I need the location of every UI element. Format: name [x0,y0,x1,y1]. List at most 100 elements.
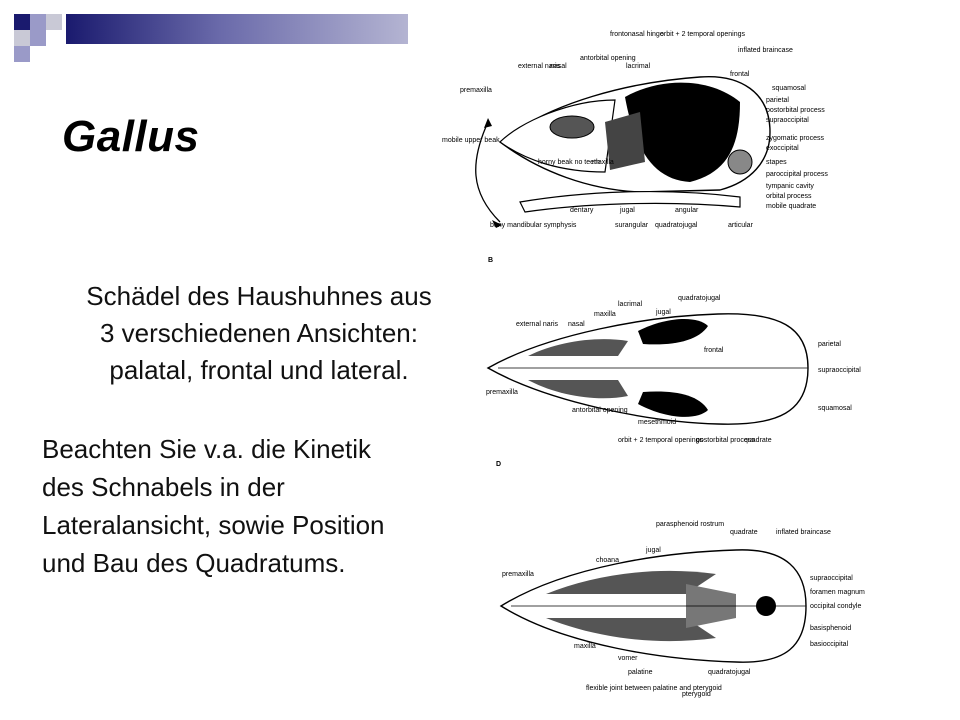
lbl-surangular: surangular [615,222,649,229]
lbl-quadratojugal: quadratojugal [655,222,698,229]
lbl-external-naris: external naris [518,63,561,70]
lbl-frontonasal-hinge: frontonasal hinge [610,31,664,38]
arrow-head-top [484,118,492,128]
orbit-black-bottom [638,391,708,417]
deco-square-lavender-1 [30,14,46,30]
lbl-premaxilla: premaxilla [486,389,518,396]
lbl-articular: articular [728,222,754,229]
lbl-maxilla: maxilla [594,311,616,318]
lbl-squamosal: squamosal [772,85,806,92]
lbl-supraoccipital: supraoccipital [766,117,809,124]
lbl-lacrimal: lacrimal [626,63,651,70]
lbl-maxilla: maxilla [592,159,614,166]
mandible [519,190,741,213]
description-line: palatal, frontal und lateral. [109,355,409,385]
lbl-zygomatic-process: zygomatic process [766,135,824,142]
lbl-premaxilla: premaxilla [502,571,534,578]
orbit-black-top [638,319,708,345]
lbl-external-naris: external naris [516,321,559,328]
panel-letter-d: D [496,461,501,468]
lbl-postorbital-process: postorbital process [696,437,755,444]
lbl-quadrate: quadrate [730,529,758,536]
lbl-quadratojugal: quadratojugal [678,295,721,302]
lbl-palatine: palatine [628,669,653,676]
lbl-jugal: jugal [655,309,671,316]
lbl-flexible-joint: flexible joint between palatine and pter… [586,685,722,692]
lbl-basisphenoid: basisphenoid [810,625,851,632]
lbl-stapes: stapes [766,159,787,166]
stapes-region [727,149,753,175]
lbl-supraoccipital: supraoccipital [810,575,853,582]
note-paragraph: Beachten Sie v.a. die Kinetik des Schnab… [42,430,482,582]
deco-top-bar [66,14,408,44]
note-line: des Schnabels in der [42,472,285,502]
slide-title: Gallus [62,112,200,161]
lbl-tympanic-cavity: tympanic cavity [766,183,814,190]
deco-square-navy-2 [30,30,46,46]
deco-square-navy-1 [14,14,30,30]
lbl-occipital-condyle: occipital condyle [810,603,861,610]
lbl-squamosal: squamosal [818,405,852,412]
lbl-basioccipital: basioccipital [810,641,849,648]
lbl-jugal: jugal [645,547,661,554]
lbl-foramen-magnum: foramen magnum [810,589,865,596]
lbl-postorbital-process: postorbital process [766,107,825,114]
lbl-parietal: parietal [818,341,841,348]
lbl-mobile-upper-beak: mobile upper beak [442,137,500,144]
skull-lateral-figure: frontonasal hinge orbit + 2 temporal ope… [442,31,828,264]
description-line: Schädel des Haushuhnes aus [86,281,432,311]
lbl-antorbital-opening: antorbital opening [572,407,628,414]
lbl-horny-beak: horny beak no teeth [538,159,600,166]
lbl-parietal: parietal [766,97,789,104]
nasal-hatch-top [528,339,628,356]
skull-dorsal-figure: lacrimal quadratojugal external naris ma… [486,295,861,468]
lbl-parasphenoid-rostrum: parasphenoid rostrum [656,521,724,528]
description-line: 3 verschiedenen Ansichten: [100,318,418,348]
deco-square-gray-1 [46,14,62,30]
lbl-frontal: frontal [730,71,750,78]
lbl-inflated-braincase: inflated braincase [776,529,831,536]
lbl-supraoccipital: supraoccipital [818,367,861,374]
lbl-pterygoid: pterygoid [682,691,711,698]
lbl-exoccipital: exoccipital [766,145,799,152]
lbl-bony-mandibular-symphysis: bony mandibular symphysis [490,222,577,229]
lbl-quadrate: quadrate [744,437,772,444]
lbl-paroccipital-process: paroccipital process [766,171,828,178]
note-line: Beachten Sie v.a. die Kinetik [42,434,372,464]
lbl-jugal: jugal [619,207,635,214]
arrow-head-bottom [492,220,502,228]
lbl-maxilla: maxilla [574,643,596,650]
orbit-black [625,82,740,182]
lbl-lacrimal: lacrimal [618,301,643,308]
lbl-quadratojugal: quadratojugal [708,669,751,676]
lbl-orbit-temporal: orbit + 2 temporal openings [618,437,704,444]
palatine-hatch-top [546,570,716,594]
lbl-orbital-process: orbital process [766,193,812,200]
lbl-premaxilla: premaxilla [460,87,492,94]
lbl-orbit-temporal: orbit + 2 temporal openings [660,31,746,38]
lbl-choana: choana [596,557,619,564]
nasal-hatch-bottom [528,380,628,399]
description-paragraph: Schädel des Haushuhnes aus 3 verschieden… [36,278,482,389]
note-line: Lateralansicht, sowie Position [42,510,385,540]
hatched-region [605,112,645,170]
deco-square-lavender-2 [14,30,30,46]
lbl-nasal: nasal [550,63,567,70]
lbl-inflated-braincase: inflated braincase [738,47,793,54]
note-line: und Bau des Quadratums. [42,548,346,578]
skull-ventral-figure: parasphenoid rostrum quadrate inflated b… [499,521,865,698]
palatine-hatch-bottom [546,618,716,642]
lbl-dentary: dentary [570,207,594,214]
lbl-antorbital-opening: antorbital opening [580,55,636,62]
mobility-arrow [475,121,501,223]
lbl-nasal: nasal [568,321,585,328]
lbl-angular: angular [675,207,699,214]
deco-square-gray-2 [14,46,30,62]
lbl-vomer: vomer [618,655,638,662]
beak-upper [499,99,616,173]
lbl-mobile-quadrate: mobile quadrate [766,203,816,210]
lbl-frontal: frontal [704,347,724,354]
external-naris [549,115,595,139]
panel-letter-b: B [488,257,493,264]
lbl-mesethmoid: mesethmoid [638,419,676,426]
